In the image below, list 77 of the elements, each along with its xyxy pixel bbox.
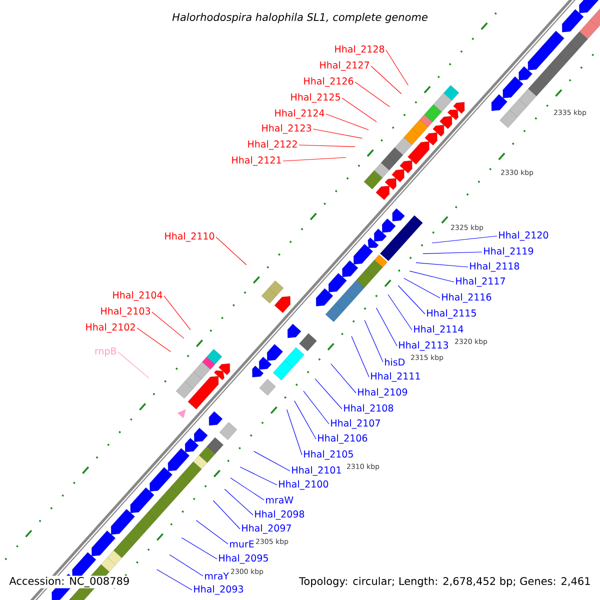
gene-label: Hhal_2115 [427, 309, 476, 319]
leader-line [386, 50, 408, 86]
leader-line [314, 378, 342, 410]
leader-line [216, 236, 247, 266]
gene-label: Hhal_2108 [344, 404, 394, 414]
leader-line [118, 352, 150, 378]
gene-label: Hhal_2095 [219, 554, 268, 564]
gene-label: Hhal_2111 [371, 372, 420, 382]
leader-line [416, 262, 468, 268]
gene-label: Hhal_2121 [232, 156, 281, 166]
leader-line [224, 488, 254, 516]
leader-line [196, 520, 228, 544]
gene-label: Hhal_2107 [331, 419, 380, 429]
gene-label: Hhal_2101 [292, 466, 341, 476]
leader-line [364, 320, 384, 362]
leader-line [164, 296, 191, 330]
leader-line [240, 466, 278, 486]
leader-line [303, 390, 330, 424]
gene-label: Hhal_2119 [484, 247, 534, 257]
leader-line [286, 409, 302, 456]
accession-text: Accession: NC_008789 [8, 576, 131, 588]
gene-label: Hhal_2126 [304, 77, 354, 87]
gene-label: Hhal_2116 [442, 293, 492, 303]
gene-label: Hhal_2097 [242, 524, 291, 534]
gene-label: Hhal_2103 [101, 307, 150, 317]
leader-line [152, 312, 184, 339]
gene-label: Hhal_2114 [414, 325, 464, 335]
leader-line [351, 336, 370, 378]
leader-line [312, 128, 362, 139]
gene-label: Hhal_2113 [399, 341, 448, 351]
gene-label: mraY [205, 572, 229, 580]
leader-line [342, 98, 377, 122]
gene-label: murE [230, 540, 254, 548]
leader-line [404, 278, 440, 298]
gene-label: Hhal_2118 [470, 262, 520, 272]
gene-label: Hhal_2100 [279, 480, 328, 490]
gene-label: Hhal_2098 [255, 510, 304, 520]
gene-label: Hhal_2093 [194, 585, 243, 595]
leader-line [212, 500, 240, 530]
gene-label: Hhal_2127 [320, 61, 369, 71]
gene-label: Hhal_2104 [113, 291, 162, 301]
gene-label: Hhal_2106 [318, 434, 368, 444]
leader-line [282, 157, 346, 162]
gene-label: Hhal_2117 [456, 277, 505, 287]
leader-line [330, 364, 356, 394]
leader-line [326, 114, 369, 130]
gene-label: Hhal_2109 [358, 388, 408, 398]
gene-label: Hhal_2128 [335, 45, 384, 55]
leader-line [254, 451, 290, 472]
leader-line [388, 294, 412, 330]
leader-line [370, 66, 402, 94]
gene-label: Hhal_2123 [262, 124, 312, 134]
genome-info-text: Topology: circular; Length: 2,678,452 bp; Genes: 2,461 [298, 576, 592, 588]
leader-line [376, 308, 398, 346]
gene-label: Hhal_2125 [291, 93, 340, 103]
leader-line [398, 285, 426, 314]
gene-label: Hhal_2124 [275, 109, 324, 119]
leader-line [409, 270, 454, 282]
title: Halorhodospira halophila SL1, complete genome [171, 12, 429, 24]
gene-label: Hhal_2110 [165, 232, 214, 242]
leader-line [181, 537, 218, 560]
leader-line [169, 554, 204, 576]
leader-line [230, 478, 264, 500]
leader-line [354, 82, 390, 108]
gene-label: rnpB [95, 348, 116, 356]
leader-line [422, 252, 482, 254]
leader-line [156, 569, 192, 590]
gene-label: Hhal_2120 [499, 231, 548, 241]
leader-line [432, 236, 498, 244]
gene-label: hisD [385, 358, 405, 366]
gene-label: Hhal_2102 [86, 323, 135, 333]
gene-label: Hhal_2122 [248, 140, 297, 150]
leader-line [136, 328, 171, 352]
gene-label: mraW [266, 496, 294, 504]
gene-label: Hhal_2105 [304, 450, 353, 460]
leader-line [298, 144, 356, 147]
leader-line [294, 400, 316, 440]
